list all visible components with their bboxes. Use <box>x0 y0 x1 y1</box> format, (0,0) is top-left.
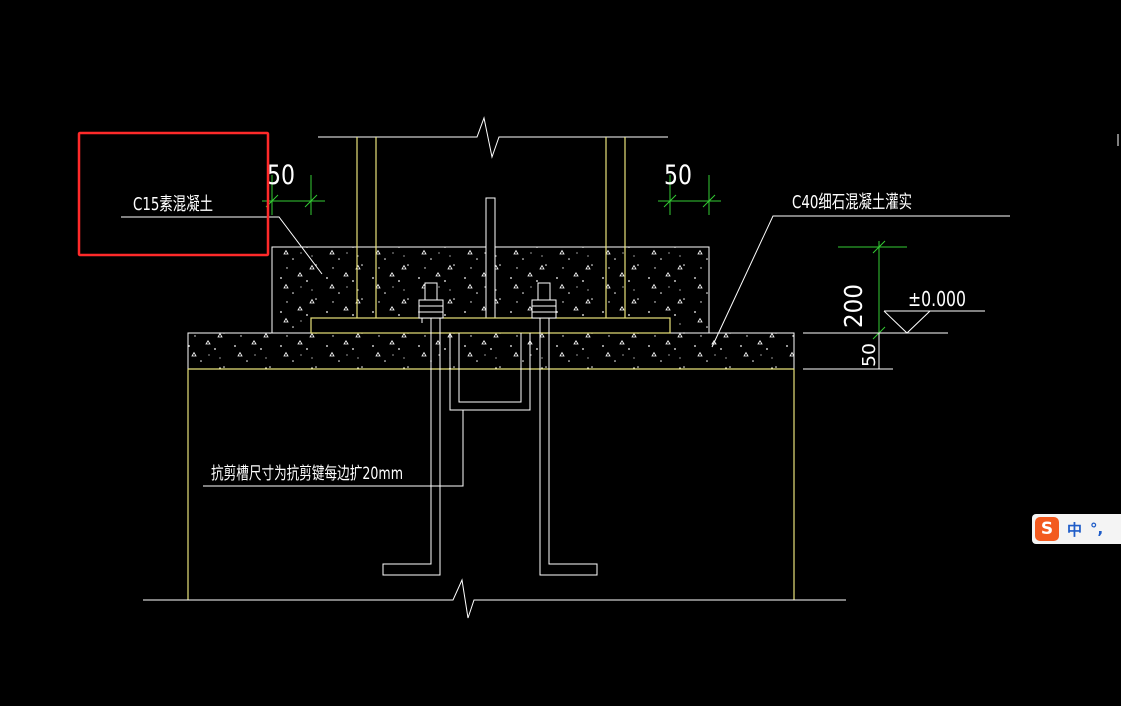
elevation-symbol <box>883 310 985 334</box>
steel-column-right <box>605 137 626 318</box>
bottom-break-line <box>143 578 846 619</box>
dimension-right-top-value: 50 <box>664 160 692 191</box>
ime-mode-toggle[interactable]: 中 <box>1067 520 1083 539</box>
c15-label: C15素混凝土 <box>133 194 213 215</box>
foundation-outline <box>187 369 795 600</box>
anchor-bolt-left <box>382 282 444 576</box>
elevation-label: ±0.000 <box>908 287 966 311</box>
shear-key <box>485 197 496 319</box>
dimension-grout-height-value: 200 <box>839 284 868 328</box>
ime-punctuation-toggle[interactable]: °, <box>1090 520 1104 538</box>
ime-toolbar[interactable]: S 中 °, <box>1032 514 1121 544</box>
anchor-bolt-right <box>531 282 598 576</box>
dimension-base-layer-value: 50 <box>859 343 880 367</box>
base-plate <box>310 317 671 334</box>
shear-groove-note: 抗剪槽尺寸为抗剪键每边扩20mm <box>211 464 403 484</box>
shear-groove <box>449 333 531 411</box>
steel-column-left <box>356 137 377 318</box>
c40-label: C40细石混凝土灌实 <box>792 192 912 213</box>
sogou-logo-icon[interactable]: S <box>1035 517 1059 541</box>
dimension-right-top <box>658 175 721 215</box>
c15-leader <box>121 216 323 275</box>
top-break-line <box>318 116 668 159</box>
shear-groove-leader <box>203 410 464 487</box>
highlight-box <box>77 131 270 257</box>
base-concrete-layer <box>187 332 795 370</box>
dimension-left-top-value: 50 <box>267 160 295 191</box>
c40-leader <box>711 215 1010 348</box>
